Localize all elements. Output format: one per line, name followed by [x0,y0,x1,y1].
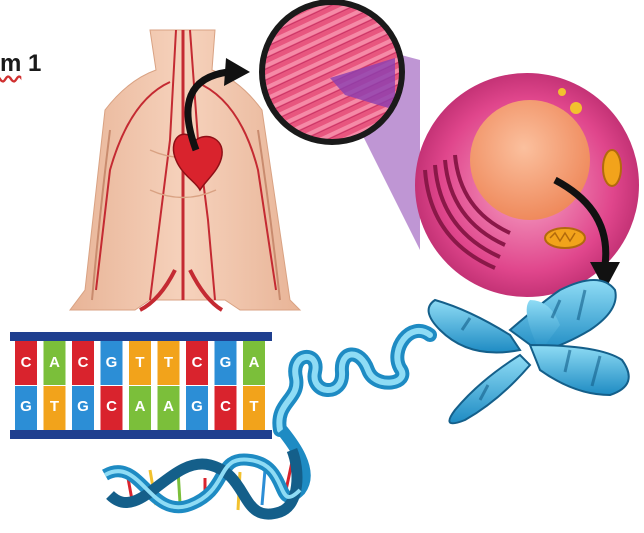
dna-base-letter: C [220,398,231,415]
dna-base-letter: G [220,354,232,371]
dna-base-letter: A [163,398,174,415]
dna-helix-icon [105,430,305,514]
dna-base-letter: A [49,354,60,371]
dna-base-letter: G [191,398,203,415]
dna-base-letter: T [164,354,173,371]
arrow-icon [224,58,250,86]
nucleus-icon [470,100,590,220]
dna-base-letter: C [78,354,89,371]
dna-base-letter: T [50,398,59,415]
dna-backbone-bottom [10,430,272,439]
chromatin-coil [279,331,430,430]
dna-base-letter: T [249,398,258,415]
dna-base-letter: A [249,354,260,371]
dna-backbone-top [10,332,272,341]
dna-base-letter: A [135,398,146,415]
dna-base-letter: C [106,398,117,415]
dna-base-letter: G [20,398,32,415]
dna-base-letter: T [135,354,144,371]
dna-base-letter: C [21,354,32,371]
dna-base-letter: G [77,398,89,415]
dna-base-letter: C [192,354,203,371]
chromosome-icon [429,280,629,423]
dna-base-letter: G [106,354,118,371]
